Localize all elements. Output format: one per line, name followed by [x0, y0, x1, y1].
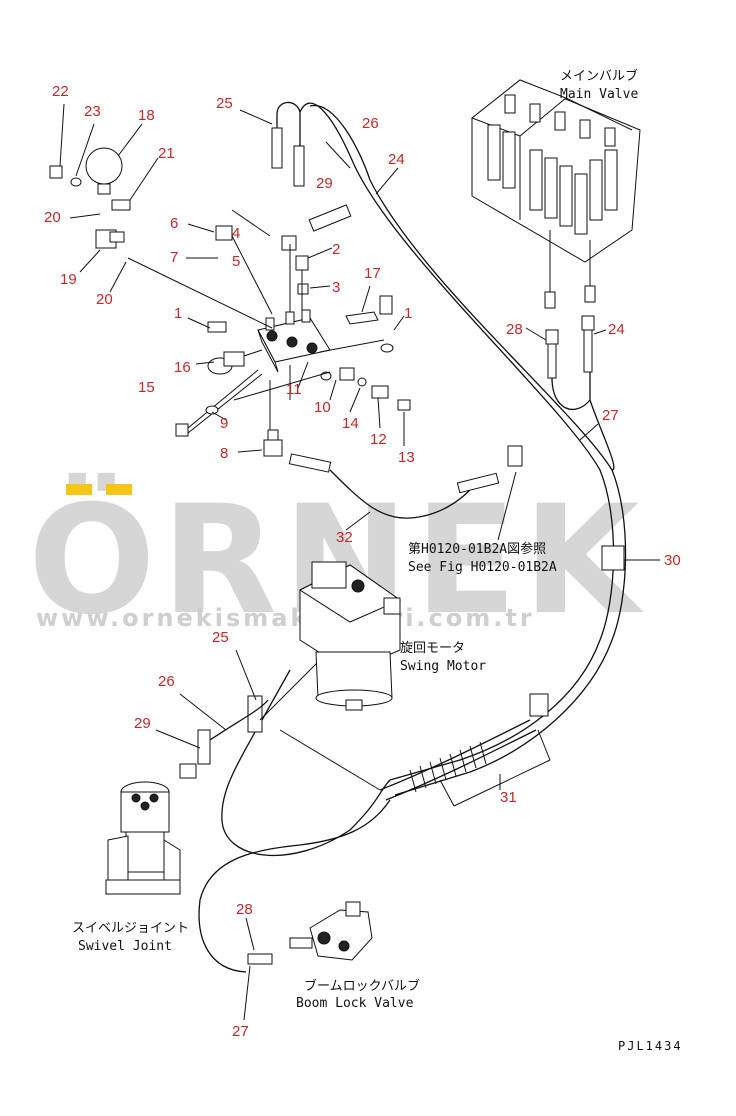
- callout-20-upper: 20: [44, 209, 61, 226]
- callout-1-left: 1: [174, 305, 182, 322]
- callout-7: 7: [170, 249, 178, 266]
- swing-motor-label-en: Swing Motor: [400, 659, 486, 674]
- main-valve-drawing: メインバルブ Main Valve: [470, 68, 641, 309]
- callout-16: 16: [174, 359, 191, 376]
- callout-12: 12: [370, 431, 387, 448]
- callout-1-right: 1: [404, 305, 412, 322]
- watermark-accent-dot-right: [106, 484, 132, 495]
- callout-26-upper: 26: [362, 115, 379, 132]
- callout-20-lower: 20: [96, 291, 113, 308]
- callout-27-upper: 27: [602, 407, 619, 424]
- callout-25-lower: 25: [212, 629, 229, 646]
- hose-fittings-right: [545, 315, 595, 411]
- callout-13: 13: [398, 449, 415, 466]
- reference-arrow: [497, 471, 517, 541]
- callout-31: 31: [500, 789, 517, 806]
- swivel-joint-label-en: Swivel Joint: [78, 939, 172, 954]
- callout-6: 6: [170, 215, 178, 232]
- callout-23: 23: [84, 103, 101, 120]
- callout-28-lower: 28: [236, 901, 253, 918]
- callout-29-lower: 29: [134, 715, 151, 732]
- reference-note-en: See Fig H0120-01B2A: [408, 560, 557, 575]
- callout-3: 3: [332, 279, 340, 296]
- callout-18: 18: [138, 107, 155, 124]
- callout-numbers: 22 23 18 21 20 19 20 6 7 4 5 25 29 26 24…: [44, 83, 681, 1040]
- swivel-joint-label-jp: スイベルジョイント: [72, 921, 189, 936]
- boom-lock-valve-drawing: ブームロックバルブ Boom Lock Valve: [296, 901, 420, 1011]
- callout-5: 5: [232, 253, 240, 270]
- callout-11: 11: [286, 381, 302, 398]
- main-valve-label-jp: メインバルブ: [560, 68, 638, 84]
- drawing-code: PJL1434: [618, 1039, 683, 1053]
- callout-26-lower: 26: [158, 673, 175, 690]
- callout-4: 4: [232, 225, 240, 242]
- callout-15: 15: [138, 379, 155, 396]
- callout-24-lower: 24: [608, 321, 625, 338]
- callout-28-upper: 28: [506, 321, 523, 338]
- callout-24-upper: 24: [388, 151, 405, 168]
- swing-motor-label-jp: 旋回モータ: [400, 641, 465, 656]
- control-valve-assembly: [49, 147, 411, 457]
- hose-routing: [179, 101, 627, 973]
- callout-19: 19: [60, 271, 77, 288]
- callout-29-upper: 29: [316, 175, 333, 192]
- callout-32: 32: [336, 529, 353, 546]
- boom-lock-label-en: Boom Lock Valve: [296, 996, 414, 1011]
- callout-9: 9: [220, 415, 228, 432]
- leader-lines: [59, 103, 660, 1021]
- callout-10: 10: [314, 399, 331, 416]
- callout-2: 2: [332, 241, 340, 258]
- callout-8: 8: [220, 445, 228, 462]
- boom-lock-label-jp: ブームロックバルブ: [304, 978, 420, 994]
- watermark-accent-dot-left: [66, 484, 92, 495]
- callout-25-upper: 25: [216, 95, 233, 112]
- callout-21: 21: [158, 145, 175, 162]
- callout-27-lower: 27: [232, 1023, 249, 1040]
- main-valve-label-en: Main Valve: [560, 87, 638, 102]
- callout-30: 30: [664, 552, 681, 569]
- callout-14: 14: [342, 415, 359, 432]
- swivel-joint-drawing: スイベルジョイント Swivel Joint: [72, 781, 189, 954]
- swing-motor-drawing: 旋回モータ Swing Motor: [298, 561, 486, 711]
- callout-22: 22: [52, 83, 69, 100]
- callout-17: 17: [364, 265, 381, 282]
- reference-note-jp: 第H0120-01B2A図参照: [408, 541, 546, 557]
- watermark-url: www.ornekismakinalari.com.tr: [36, 604, 535, 632]
